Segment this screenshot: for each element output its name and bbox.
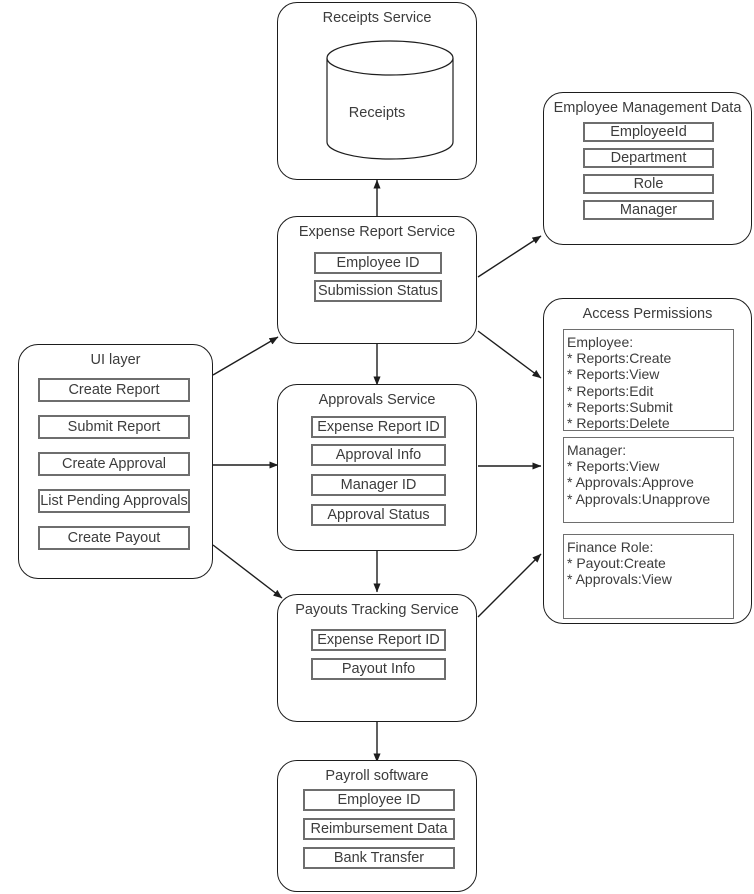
field-approval-status: Approval Status bbox=[311, 504, 446, 526]
edge-expense-report-to-employee-data bbox=[477, 235, 542, 278]
edge-payouts-to-access-permissions bbox=[477, 553, 542, 618]
field-submission-status: Submission Status bbox=[314, 280, 442, 302]
field-employee-id: Employee ID bbox=[314, 252, 442, 274]
field-role: Role bbox=[583, 174, 714, 194]
button-create-approval[interactable]: Create Approval bbox=[38, 452, 190, 476]
button-list-pending-approvals[interactable]: List Pending Approvals bbox=[38, 489, 190, 513]
edge-expense-report-to-access-permissions bbox=[477, 330, 542, 379]
field-reimbursement-data: Reimbursement Data bbox=[303, 818, 455, 840]
field-approval-info: Approval Info bbox=[311, 444, 446, 466]
access-permissions-title: Access Permissions bbox=[582, 306, 713, 322]
field-manager-id: Manager ID bbox=[311, 474, 446, 496]
button-create-payout[interactable]: Create Payout bbox=[38, 526, 190, 550]
node-receipts-service[interactable]: Receipts Service Receipts bbox=[277, 2, 477, 180]
button-create-report[interactable]: Create Report bbox=[38, 378, 190, 402]
node-approvals-service[interactable]: Approvals Service Expense Report ID Appr… bbox=[277, 384, 477, 551]
ui-layer-title: UI layer bbox=[90, 352, 141, 368]
field-department: Department bbox=[583, 148, 714, 168]
field-payout-info: Payout Info bbox=[311, 658, 446, 680]
field-bank-transfer: Bank Transfer bbox=[303, 847, 455, 869]
employee-permissions-block: Employee: * Reports:Create * Reports:Vie… bbox=[563, 329, 734, 431]
node-access-permissions[interactable]: Access Permissions Employee: * Reports:C… bbox=[543, 298, 752, 624]
node-employee-management-data[interactable]: Employee Management Data EmployeeId Depa… bbox=[543, 92, 752, 245]
field-employee-id: Employee ID bbox=[303, 789, 455, 811]
field-manager: Manager bbox=[583, 200, 714, 220]
button-submit-report[interactable]: Submit Report bbox=[38, 415, 190, 439]
payroll-software-title: Payroll software bbox=[325, 768, 429, 784]
expense-report-service-title: Expense Report Service bbox=[298, 224, 456, 240]
receipts-datastore-label: Receipts bbox=[348, 105, 406, 121]
field-expense-report-id: Expense Report ID bbox=[311, 629, 446, 651]
node-payouts-tracking-service[interactable]: Payouts Tracking Service Expense Report … bbox=[277, 594, 477, 722]
node-ui-layer[interactable]: UI layer Create Report Submit Report Cre… bbox=[18, 344, 213, 579]
node-payroll-software[interactable]: Payroll software Employee ID Reimburseme… bbox=[277, 760, 477, 892]
manager-permissions-block: Manager: * Reports:View * Approvals:Appr… bbox=[563, 437, 734, 523]
approvals-service-title: Approvals Service bbox=[318, 392, 436, 408]
payouts-tracking-service-title: Payouts Tracking Service bbox=[295, 602, 459, 618]
receipts-datastore-cylinder bbox=[326, 40, 454, 160]
finance-role-permissions-block: Finance Role: * Payout:Create * Approval… bbox=[563, 534, 734, 619]
employee-management-data-title: Employee Management Data bbox=[553, 100, 742, 116]
node-expense-report-service[interactable]: Expense Report Service Employee ID Submi… bbox=[277, 216, 477, 344]
edge-ui-layer-to-expense-report bbox=[212, 336, 279, 376]
field-employee-id: EmployeeId bbox=[583, 122, 714, 142]
receipts-service-title: Receipts Service bbox=[322, 10, 432, 26]
field-expense-report-id: Expense Report ID bbox=[311, 416, 446, 438]
edge-ui-layer-to-payouts bbox=[212, 544, 283, 599]
